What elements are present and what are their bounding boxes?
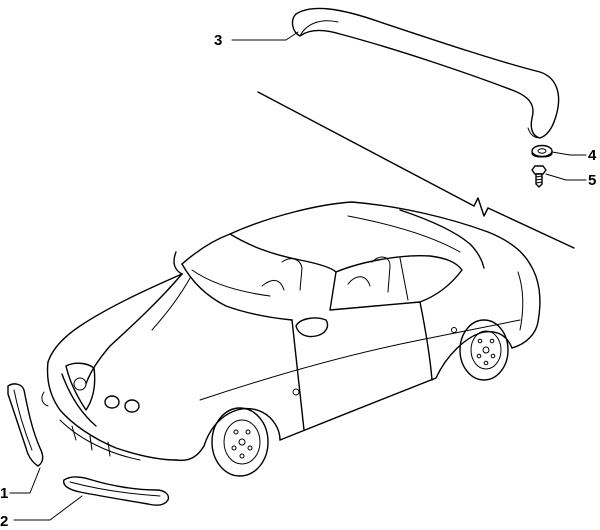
bolt[interactable] — [531, 165, 547, 188]
callout-label-1: 1 — [0, 485, 8, 502]
front-spoiler-lower-strip[interactable] — [63, 476, 170, 506]
washer[interactable] — [531, 144, 553, 158]
front-wheel — [211, 407, 269, 477]
car-body — [41, 201, 541, 477]
front-spoiler-side-strip[interactable] — [7, 383, 44, 467]
rear-spoiler[interactable] — [291, 7, 560, 139]
rear-wheel — [459, 319, 509, 381]
leader-line-5 — [545, 173, 587, 181]
leader-line-2 — [13, 495, 83, 521]
leader-line-4 — [551, 151, 587, 156]
callout-label-4: 4 — [588, 147, 597, 164]
callout-label-5: 5 — [588, 172, 596, 189]
callout-label-3: 3 — [214, 32, 222, 49]
leader-line-3 — [231, 31, 299, 41]
leader-line-1 — [9, 467, 41, 494]
section-guide-line — [257, 91, 575, 249]
callout-label-2: 2 — [0, 513, 8, 530]
